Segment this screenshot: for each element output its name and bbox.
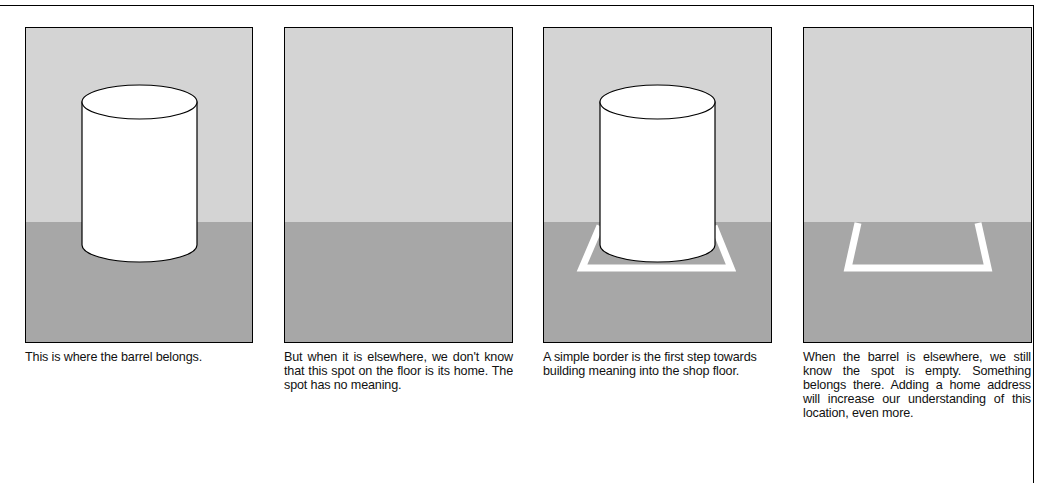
panel	[284, 27, 513, 343]
panel-caption: This is where the barrel belongs.	[25, 350, 253, 364]
panel-border	[804, 28, 1032, 343]
floor-border	[848, 223, 988, 268]
wall	[284, 27, 512, 223]
barrel-body	[600, 102, 715, 262]
panel-border	[544, 28, 772, 343]
floor	[803, 222, 1031, 342]
panel-caption: But when it is elsewhere, we don't know …	[284, 350, 513, 392]
wall	[803, 27, 1031, 223]
panel	[803, 27, 1032, 343]
barrel-top	[600, 85, 715, 119]
panel	[543, 27, 772, 343]
barrel-top	[82, 85, 197, 119]
frame-line	[1033, 5, 1034, 483]
panel-caption: A simple border is the first step toward…	[543, 350, 772, 378]
panel-border	[285, 28, 513, 343]
panel-border	[26, 28, 253, 343]
panel	[25, 27, 253, 343]
floor	[284, 222, 512, 342]
barrel-body	[82, 102, 197, 262]
frame-line	[0, 5, 1033, 6]
panel-caption: When the barrel is elsewhere, we still k…	[803, 350, 1031, 420]
